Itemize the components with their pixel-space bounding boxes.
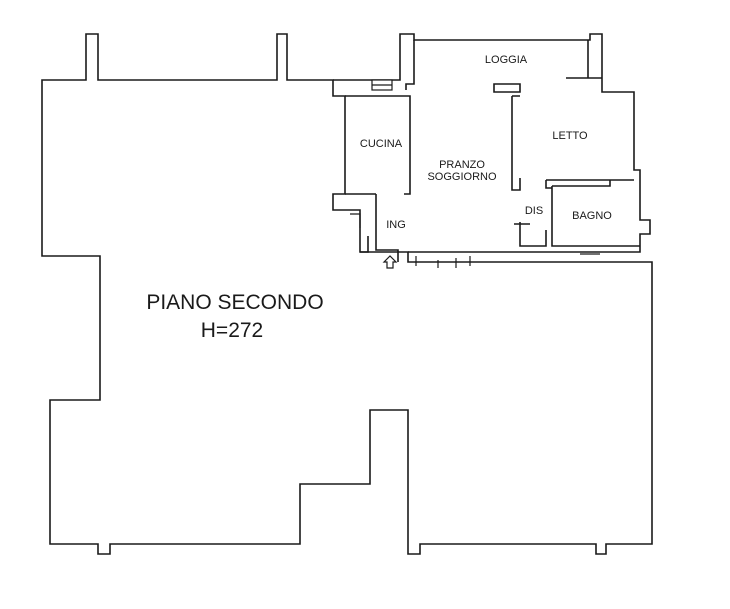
room-label-cucina: CUCINA xyxy=(360,138,403,150)
outer-boundary-wall xyxy=(41,33,653,555)
room-label-letto: LETTO xyxy=(552,130,588,142)
south-wall-fixtures xyxy=(415,253,600,268)
room-label-soggiorno: SOGGIORNO xyxy=(427,171,497,183)
up-arrow-icon xyxy=(382,255,398,269)
room-label-pranzo: PRANZO xyxy=(439,159,485,171)
bathroom-wall xyxy=(514,186,640,247)
room-label-bagno: BAGNO xyxy=(572,210,612,222)
loggia-wall xyxy=(405,40,602,93)
plan-title: PIANO SECONDO xyxy=(146,291,323,314)
room-label-loggia: LOGGIA xyxy=(485,54,528,66)
living-east-wall xyxy=(511,95,521,191)
room-label-ing: ING xyxy=(386,219,406,231)
bedroom-south-wall xyxy=(545,179,634,189)
apartment-outline-wall xyxy=(333,33,651,253)
entrance-column xyxy=(350,213,361,228)
plan-height-note: H=272 xyxy=(201,319,263,342)
room-label-dis: DIS xyxy=(525,205,543,217)
entrance-wall xyxy=(360,210,399,262)
kitchen-wall xyxy=(345,95,411,210)
